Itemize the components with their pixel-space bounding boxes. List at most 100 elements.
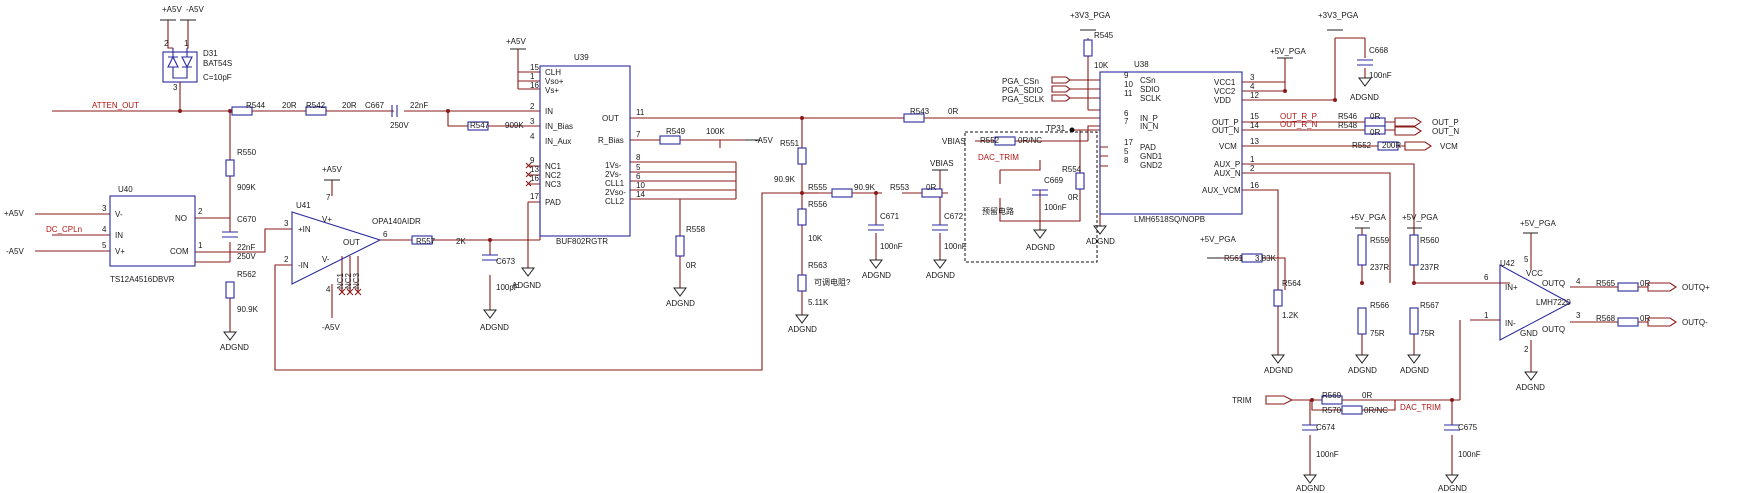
pin-number: 2	[284, 255, 289, 264]
power-label: -A5V	[186, 5, 204, 14]
pin-number: 9	[1124, 71, 1129, 80]
value-label: 90.9K	[237, 305, 259, 314]
pin-number: 3	[102, 204, 107, 213]
ref-label: C670	[237, 215, 257, 224]
pin-number: 3	[530, 117, 535, 126]
r551-body	[797, 147, 807, 165]
net-label: OUTQ-	[1682, 318, 1708, 327]
c674-body	[1302, 424, 1318, 431]
value-label: 237R	[1420, 263, 1439, 272]
ground-label: ADGND	[926, 271, 955, 280]
pin-name: IN_Aux	[545, 137, 571, 146]
net-label: OUT_P	[1432, 118, 1459, 127]
pin-name: -IN	[298, 261, 309, 270]
c673-body	[482, 254, 498, 261]
reserved-circuit-box	[964, 131, 1098, 263]
ref-label: R554	[1062, 165, 1082, 174]
c672-body	[932, 224, 948, 231]
pin-number: 4	[530, 132, 535, 141]
value-label: 250V	[237, 252, 256, 261]
ground-label: ADGND	[666, 299, 695, 308]
pin-number: 13	[1250, 137, 1259, 146]
r552-body	[994, 136, 1016, 146]
r550-body	[225, 159, 235, 177]
part-label: LMH7220	[1536, 298, 1571, 307]
r566-body	[1357, 307, 1367, 335]
pin-number: 3	[1576, 311, 1581, 320]
pin-name: NC1	[545, 162, 562, 171]
pin-number: 3	[173, 83, 178, 92]
pin-number: 14	[1250, 121, 1259, 130]
net-label: PGA_CSn	[1002, 77, 1039, 86]
ground-label: ADGND	[1086, 237, 1115, 246]
ground-label: ADGND	[788, 325, 817, 334]
ref-label: C667	[365, 101, 385, 110]
value-label: 250V	[390, 121, 409, 130]
ref-label: R560	[1420, 236, 1440, 245]
value-label: 0R	[686, 261, 696, 270]
pin-number: 7	[1124, 117, 1129, 126]
pin-number: 3	[1250, 73, 1255, 82]
ref-label: R559	[1370, 236, 1390, 245]
power-label: +3V3_PGA	[1070, 11, 1111, 20]
value-label: 100K	[706, 127, 725, 136]
r547-body	[467, 121, 489, 131]
ref-label: R552	[980, 136, 1000, 145]
trim-port-flag	[1265, 395, 1294, 405]
pin-number: 15	[1250, 112, 1259, 121]
pin-number: 4	[1576, 277, 1581, 286]
value-label: 22nF	[410, 101, 428, 110]
pin-number: 5	[102, 241, 107, 250]
u38-body	[1099, 71, 1243, 215]
ground-label: ADGND	[1400, 366, 1429, 375]
value-label: 237R	[1370, 263, 1389, 272]
pin-number: 8	[636, 153, 641, 162]
ref-label: R553	[890, 183, 910, 192]
pin-name: CLH	[545, 68, 561, 77]
ref-label: R544	[246, 101, 266, 110]
note-label: 预留电路	[982, 206, 1014, 216]
pin-name: IN	[545, 107, 553, 116]
pin-name: OUT_N	[1212, 126, 1239, 135]
c670-body	[222, 231, 238, 238]
r559-body	[1357, 234, 1367, 266]
power-label: -A5V	[755, 136, 773, 145]
pin-name: COM	[170, 247, 189, 256]
u40-body	[109, 195, 196, 267]
pin-name: NC3	[545, 180, 562, 189]
pin-number: 2	[1524, 345, 1529, 354]
pin-number: 12	[1250, 91, 1259, 100]
pin-number: 1	[198, 241, 203, 250]
r562-body	[225, 281, 235, 299]
ref-label: C672	[944, 212, 964, 221]
pin-number: 10	[1124, 80, 1133, 89]
pin-number: 5	[1124, 147, 1129, 156]
ref-label: R565	[1596, 279, 1616, 288]
ref-label: R552	[1352, 141, 1372, 150]
pin-name: OUTQ	[1542, 279, 1565, 288]
pin-number: 2	[1250, 164, 1255, 173]
r560-body	[1409, 234, 1419, 266]
pin-name: OUT_P	[1212, 118, 1239, 127]
power-label: +A5V	[162, 5, 182, 14]
pin-number: 6	[383, 230, 388, 239]
pin-name: AUX_N	[1214, 169, 1241, 178]
ground-label: ADGND	[480, 323, 509, 332]
r557-body	[411, 235, 433, 245]
value-label: 909K	[237, 183, 256, 192]
ref-label: R558	[686, 225, 706, 234]
net-label: OUT_N	[1432, 127, 1459, 136]
r542-body	[305, 106, 327, 116]
net-label: DC_CPLn	[46, 225, 82, 234]
ground-label: ADGND	[1296, 484, 1325, 493]
part-label: OPA140AIDR	[372, 217, 421, 226]
pin-name: CLL2	[605, 197, 625, 206]
pin-name: +IN	[298, 225, 311, 234]
net-label: VCM	[1440, 142, 1458, 151]
ref-label: C668	[1369, 46, 1389, 55]
ground-label: ADGND	[1350, 93, 1379, 102]
ref-label: R567	[1420, 301, 1440, 310]
net-label: PGA_SDIO	[1002, 86, 1043, 95]
pin-name: V-	[115, 210, 123, 219]
